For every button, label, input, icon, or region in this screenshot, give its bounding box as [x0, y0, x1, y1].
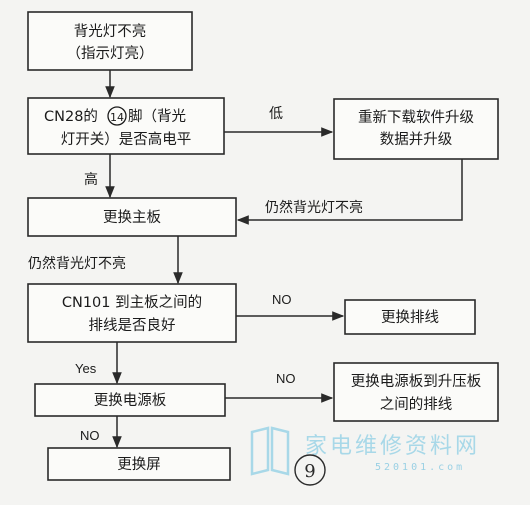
- svg-text:之间的排线: 之间的排线: [380, 396, 453, 413]
- node-replace-screen: 更换屏: [47, 447, 231, 481]
- svg-text:排线是否良好: 排线是否良好: [89, 317, 176, 334]
- svg-text:CN101 到主板之间的: CN101 到主板之间的: [62, 293, 202, 311]
- circled-number-icon: [107, 106, 127, 126]
- edge-label-no-1: NO: [272, 292, 292, 307]
- edge-label-no-2: NO: [276, 371, 296, 386]
- node-reflash-firmware: 重新下载软件升级 数据并升级: [333, 98, 499, 160]
- svg-text:灯开关）是否高电平: 灯开关）是否高电平: [61, 131, 192, 148]
- edge-label-still-not-lit-2: 仍然背光灯不亮: [28, 255, 126, 272]
- svg-text:背光灯不亮: 背光灯不亮: [74, 23, 147, 40]
- svg-text:脚（背光: 脚（背光: [128, 108, 186, 125]
- edge-label-yes: Yes: [75, 361, 97, 376]
- edge-label-no-3: NO: [80, 428, 100, 443]
- edge-n3-n4: [236, 159, 463, 225]
- svg-text:（指示灯亮）: （指示灯亮）: [67, 45, 154, 62]
- figure-number: 9: [294, 454, 326, 486]
- edge-label-still-not-lit-1: 仍然背光灯不亮: [265, 199, 363, 216]
- svg-text:CN28的: CN28的: [44, 108, 98, 125]
- node-replace-power-inverter-cable: 更换电源板到升压板 之间的排线: [333, 362, 499, 422]
- svg-text:更换排线: 更换排线: [381, 309, 439, 326]
- node-replace-mainboard: 更换主板: [27, 197, 237, 237]
- svg-text:14: 14: [110, 111, 124, 124]
- svg-text:重新下载软件升级: 重新下载软件升级: [358, 109, 474, 126]
- svg-text:更换屏: 更换屏: [117, 456, 161, 473]
- svg-text:更换主板: 更换主板: [103, 208, 161, 226]
- watermark-text: 家电维修资料网: [305, 434, 480, 459]
- book-logo-icon: [250, 426, 290, 476]
- node-replace-power-board: 更换电源板: [34, 383, 226, 417]
- svg-text:更换电源板到升压板: 更换电源板到升压板: [351, 372, 482, 390]
- edge-label-high: 高: [84, 171, 98, 188]
- node-replace-cable: 更换排线: [344, 299, 476, 335]
- svg-text:9: 9: [304, 461, 315, 482]
- node-cn28-check: CN28的 14 脚（背光 灯开关）是否高电平: [27, 97, 225, 155]
- node-cn101-cable-check: CN101 到主板之间的 排线是否良好: [27, 283, 237, 343]
- watermark-url: 520101.com: [375, 462, 465, 473]
- svg-text:更换电源板: 更换电源板: [94, 391, 167, 409]
- svg-text:数据并升级: 数据并升级: [380, 131, 453, 148]
- node-backlight-off: 背光灯不亮 （指示灯亮）: [27, 11, 193, 71]
- edge-label-low: 低: [269, 106, 283, 122]
- watermark: 家电维修资料网 520101.com: [250, 426, 480, 476]
